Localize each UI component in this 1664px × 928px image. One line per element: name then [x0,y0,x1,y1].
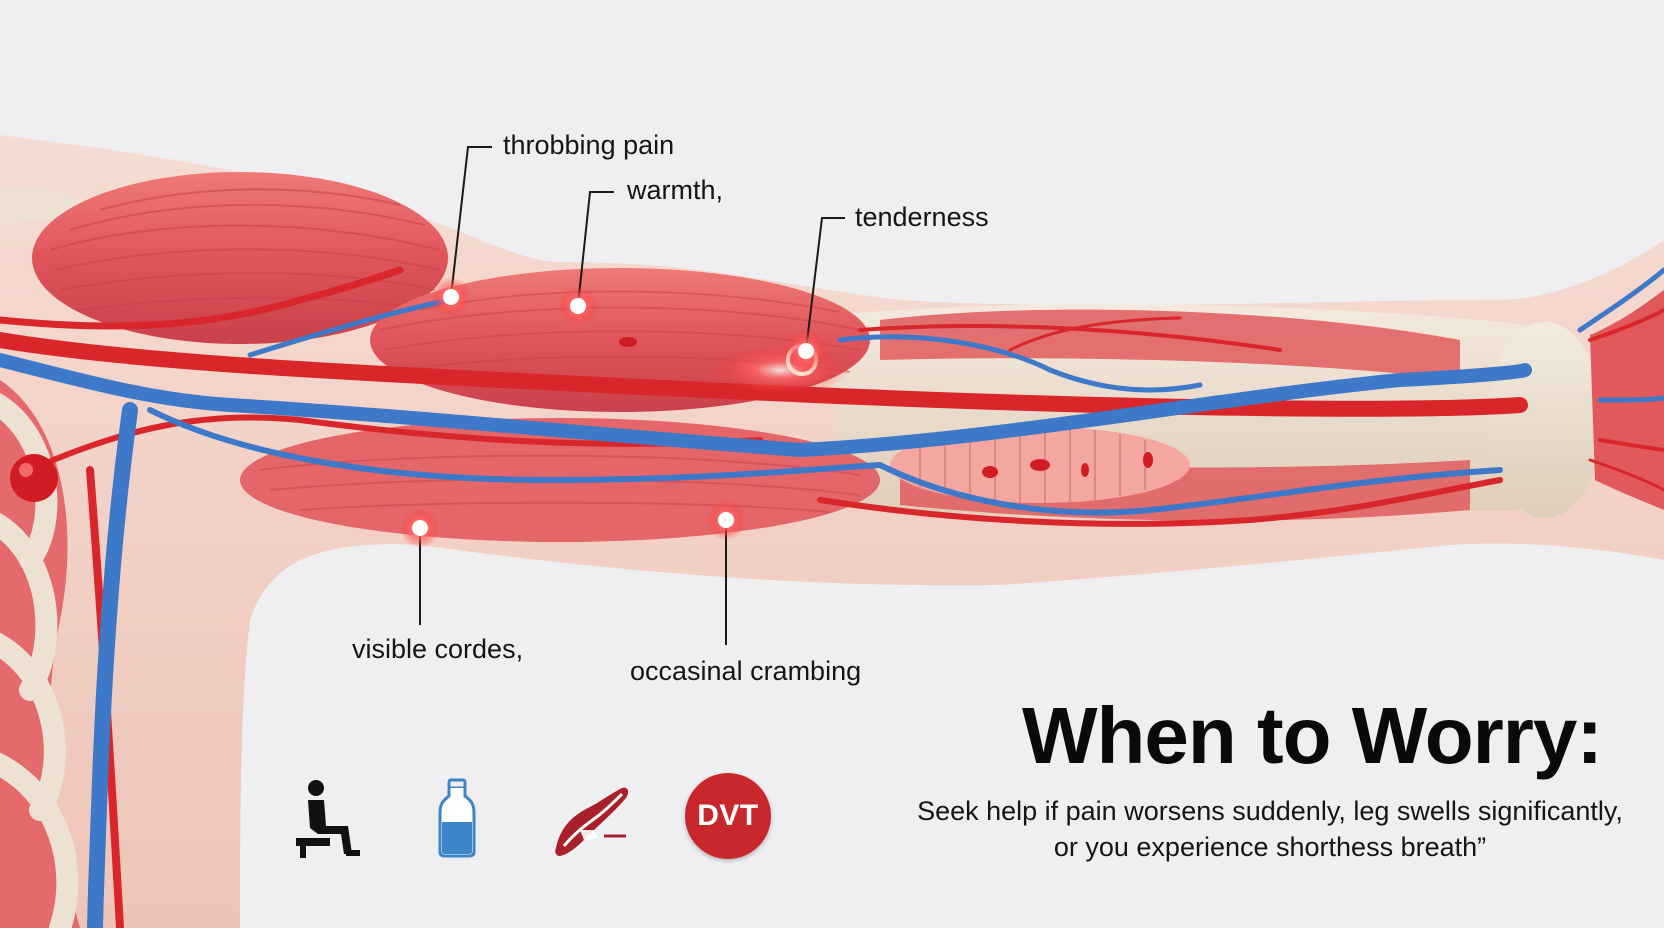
worry-heading: When to Worry: [1022,691,1603,780]
marker-dots [400,277,828,548]
water-bottle-icon [437,778,477,858]
sitting-person-icon [292,778,364,858]
dvt-label: DVT [697,799,759,832]
dvt-badge-icon: DVT [685,773,771,859]
label-warmth: warmth, [627,175,724,205]
worry-line-1: Seek help if pain worsens suddenly, leg … [917,796,1623,826]
worry-line-2: or you experience shorthess breath” [1053,832,1487,862]
tenderness-hotspot [710,344,850,394]
worry-description: Seek help if pain worsens suddenly, leg … [900,793,1640,865]
knee-joint [1487,322,1603,518]
label-occasional-cramping: occasinal crambing [630,656,862,686]
hip-node [10,454,58,502]
veins [0,267,1664,928]
blood-vessel-icon [550,782,632,858]
label-visible-cordes: visible cordes, [352,634,524,664]
label-throbbing-pain: throbbing pain [503,130,675,160]
label-tenderness: tenderness [855,202,989,232]
